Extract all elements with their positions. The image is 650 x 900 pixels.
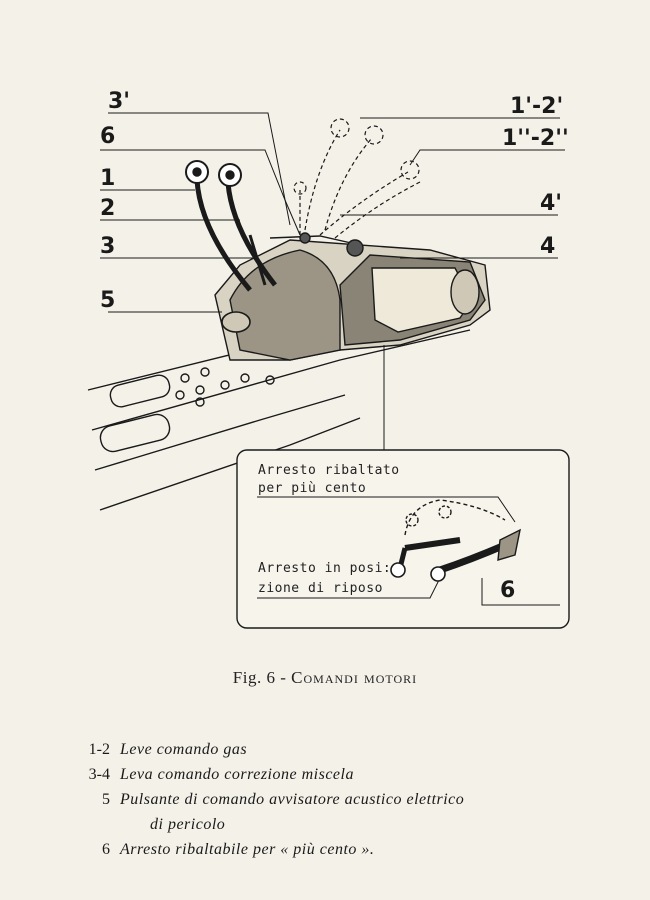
- callout-3: 3: [100, 234, 116, 259]
- leader-lines-right: [340, 117, 565, 259]
- alternate-lever-positions: [293, 118, 421, 239]
- legend-number: 1-2: [88, 741, 110, 758]
- leader-lines-left: [100, 112, 301, 313]
- legend-item: 1-2 Leve comando gas: [58, 737, 598, 762]
- inset-box: [236, 449, 570, 629]
- inset-label-tipped-stop-line2: per più cento: [258, 481, 367, 496]
- control-housing: [214, 232, 491, 361]
- legend-item-continuation: di pericolo: [58, 812, 598, 837]
- gas-levers: [185, 160, 277, 333]
- callout-2: 2: [100, 196, 116, 221]
- legend-number: 3-4: [88, 766, 110, 783]
- legend-number: 5: [102, 791, 110, 808]
- inset-callout-6: 6: [500, 578, 516, 603]
- callout-4: 4: [540, 234, 556, 259]
- legend-text: Pulsante di comando avvisatore acustico …: [120, 791, 465, 808]
- legend-text: Leva comando correzione miscela: [120, 766, 354, 783]
- callout-1second-2second: 1''-2'': [502, 126, 569, 151]
- legend-text: Arresto ribaltabile per « più cento ».: [120, 841, 375, 858]
- legend: 1-2 Leve comando gas 3-4 Leva comando co…: [58, 737, 598, 862]
- figure-caption: Fig. 6 - Comandi motori: [0, 668, 650, 688]
- caption-title: Comandi motori: [291, 668, 418, 687]
- inset-label-rest-stop-line1: Arresto in posi:: [258, 561, 392, 576]
- inset-label-tipped-stop-line1: Arresto ribaltato: [258, 463, 400, 478]
- inset-stop-drawing: [257, 496, 560, 606]
- legend-number: 6: [102, 841, 110, 858]
- engine-controls-drawing: [87, 112, 570, 629]
- inset-label-rest-stop-line2: zione di riposo: [258, 581, 383, 596]
- caption-prefix: Fig. 6 -: [232, 668, 292, 687]
- callout-1prime-2prime: 1'-2': [510, 94, 564, 119]
- callout-1: 1: [100, 166, 116, 191]
- callout-3-prime: 3': [108, 89, 131, 114]
- legend-text: Leve comando gas: [120, 741, 248, 758]
- legend-text: di pericolo: [150, 816, 226, 833]
- legend-number: [58, 812, 150, 837]
- callout-5: 5: [100, 288, 116, 313]
- legend-item: 6 Arresto ribaltabile per « più cento ».: [58, 837, 598, 862]
- legend-item: 3-4 Leva comando correzione miscela: [58, 762, 598, 787]
- callout-4-prime: 4': [540, 191, 563, 216]
- legend-item: 5 Pulsante di comando avvisatore acustic…: [58, 787, 598, 812]
- callout-6: 6: [100, 124, 116, 149]
